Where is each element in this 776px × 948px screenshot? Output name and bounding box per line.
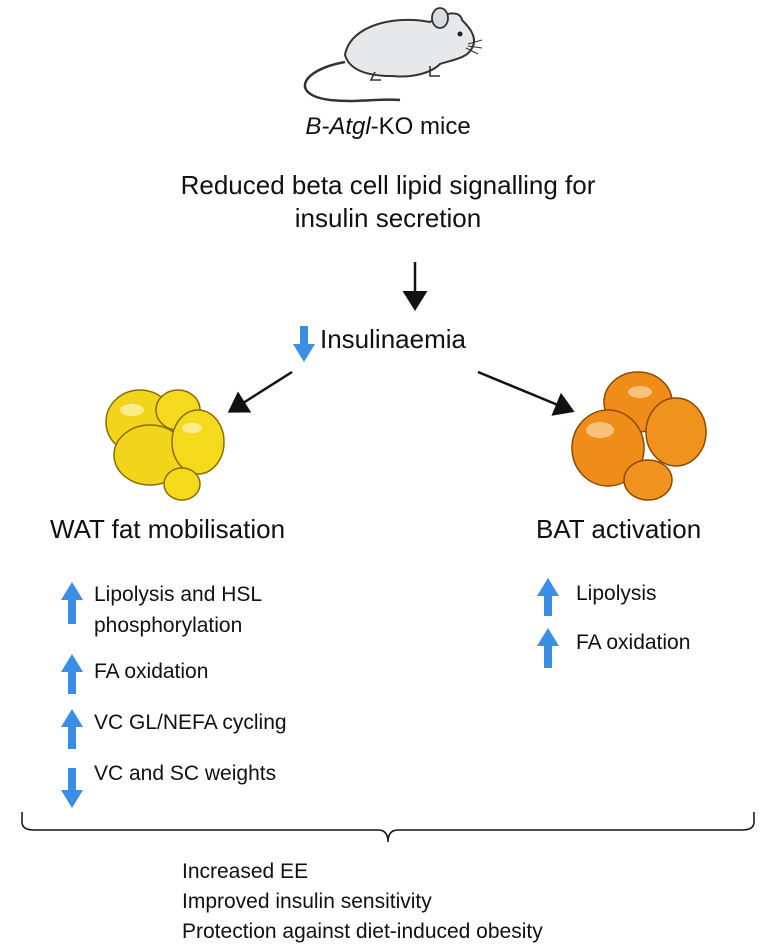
wat-fat-cells [105,389,225,501]
outcome-3: Protection against diet-induced obesity [182,920,543,943]
wat-up-arrow-3 [61,709,83,749]
headline-line-1: Reduced beta cell lipid signalling for [180,170,596,200]
insulinaemia-label: Insulinaemia [320,324,466,354]
headline-line-2: insulin secretion [294,203,482,233]
summary-brace [21,812,755,843]
bat-up-arrow-1 [537,578,559,616]
bat-up-arrow-2 [537,628,559,668]
blue-down-arrow-insulin [293,326,315,362]
wat-up-arrow-1 [61,582,83,624]
wat-item-4-line-1: VC and SC weights [94,762,277,785]
mouse-label: B-Atgl-KO mice [305,113,471,140]
mouse-illustration [303,7,483,103]
outcome-1: Increased EE [182,860,309,883]
arrow-to-wat [227,370,293,413]
wat-down-arrow-4 [61,768,83,808]
bat-item-1-line-1: Lipolysis [576,582,657,605]
wat-item-2-line-1: FA oxidation [94,660,209,683]
wat-up-arrow-2 [61,654,83,694]
wat-title: WAT fat mobilisation [50,514,286,544]
bat-title: BAT activation [536,514,702,544]
wat-item-1-line-2: phosphorylation [94,614,243,637]
wat-item-1-line-1: Lipolysis and HSL [94,583,263,606]
arrow-to-bat [477,370,575,416]
wat-item-3-line-1: VC GL/NEFA cycling [94,711,287,734]
outcome-2: Improved insulin sensitivity [182,890,432,913]
bat-fat-cells [571,371,707,501]
bat-item-2-line-1: FA oxidation [576,631,691,654]
